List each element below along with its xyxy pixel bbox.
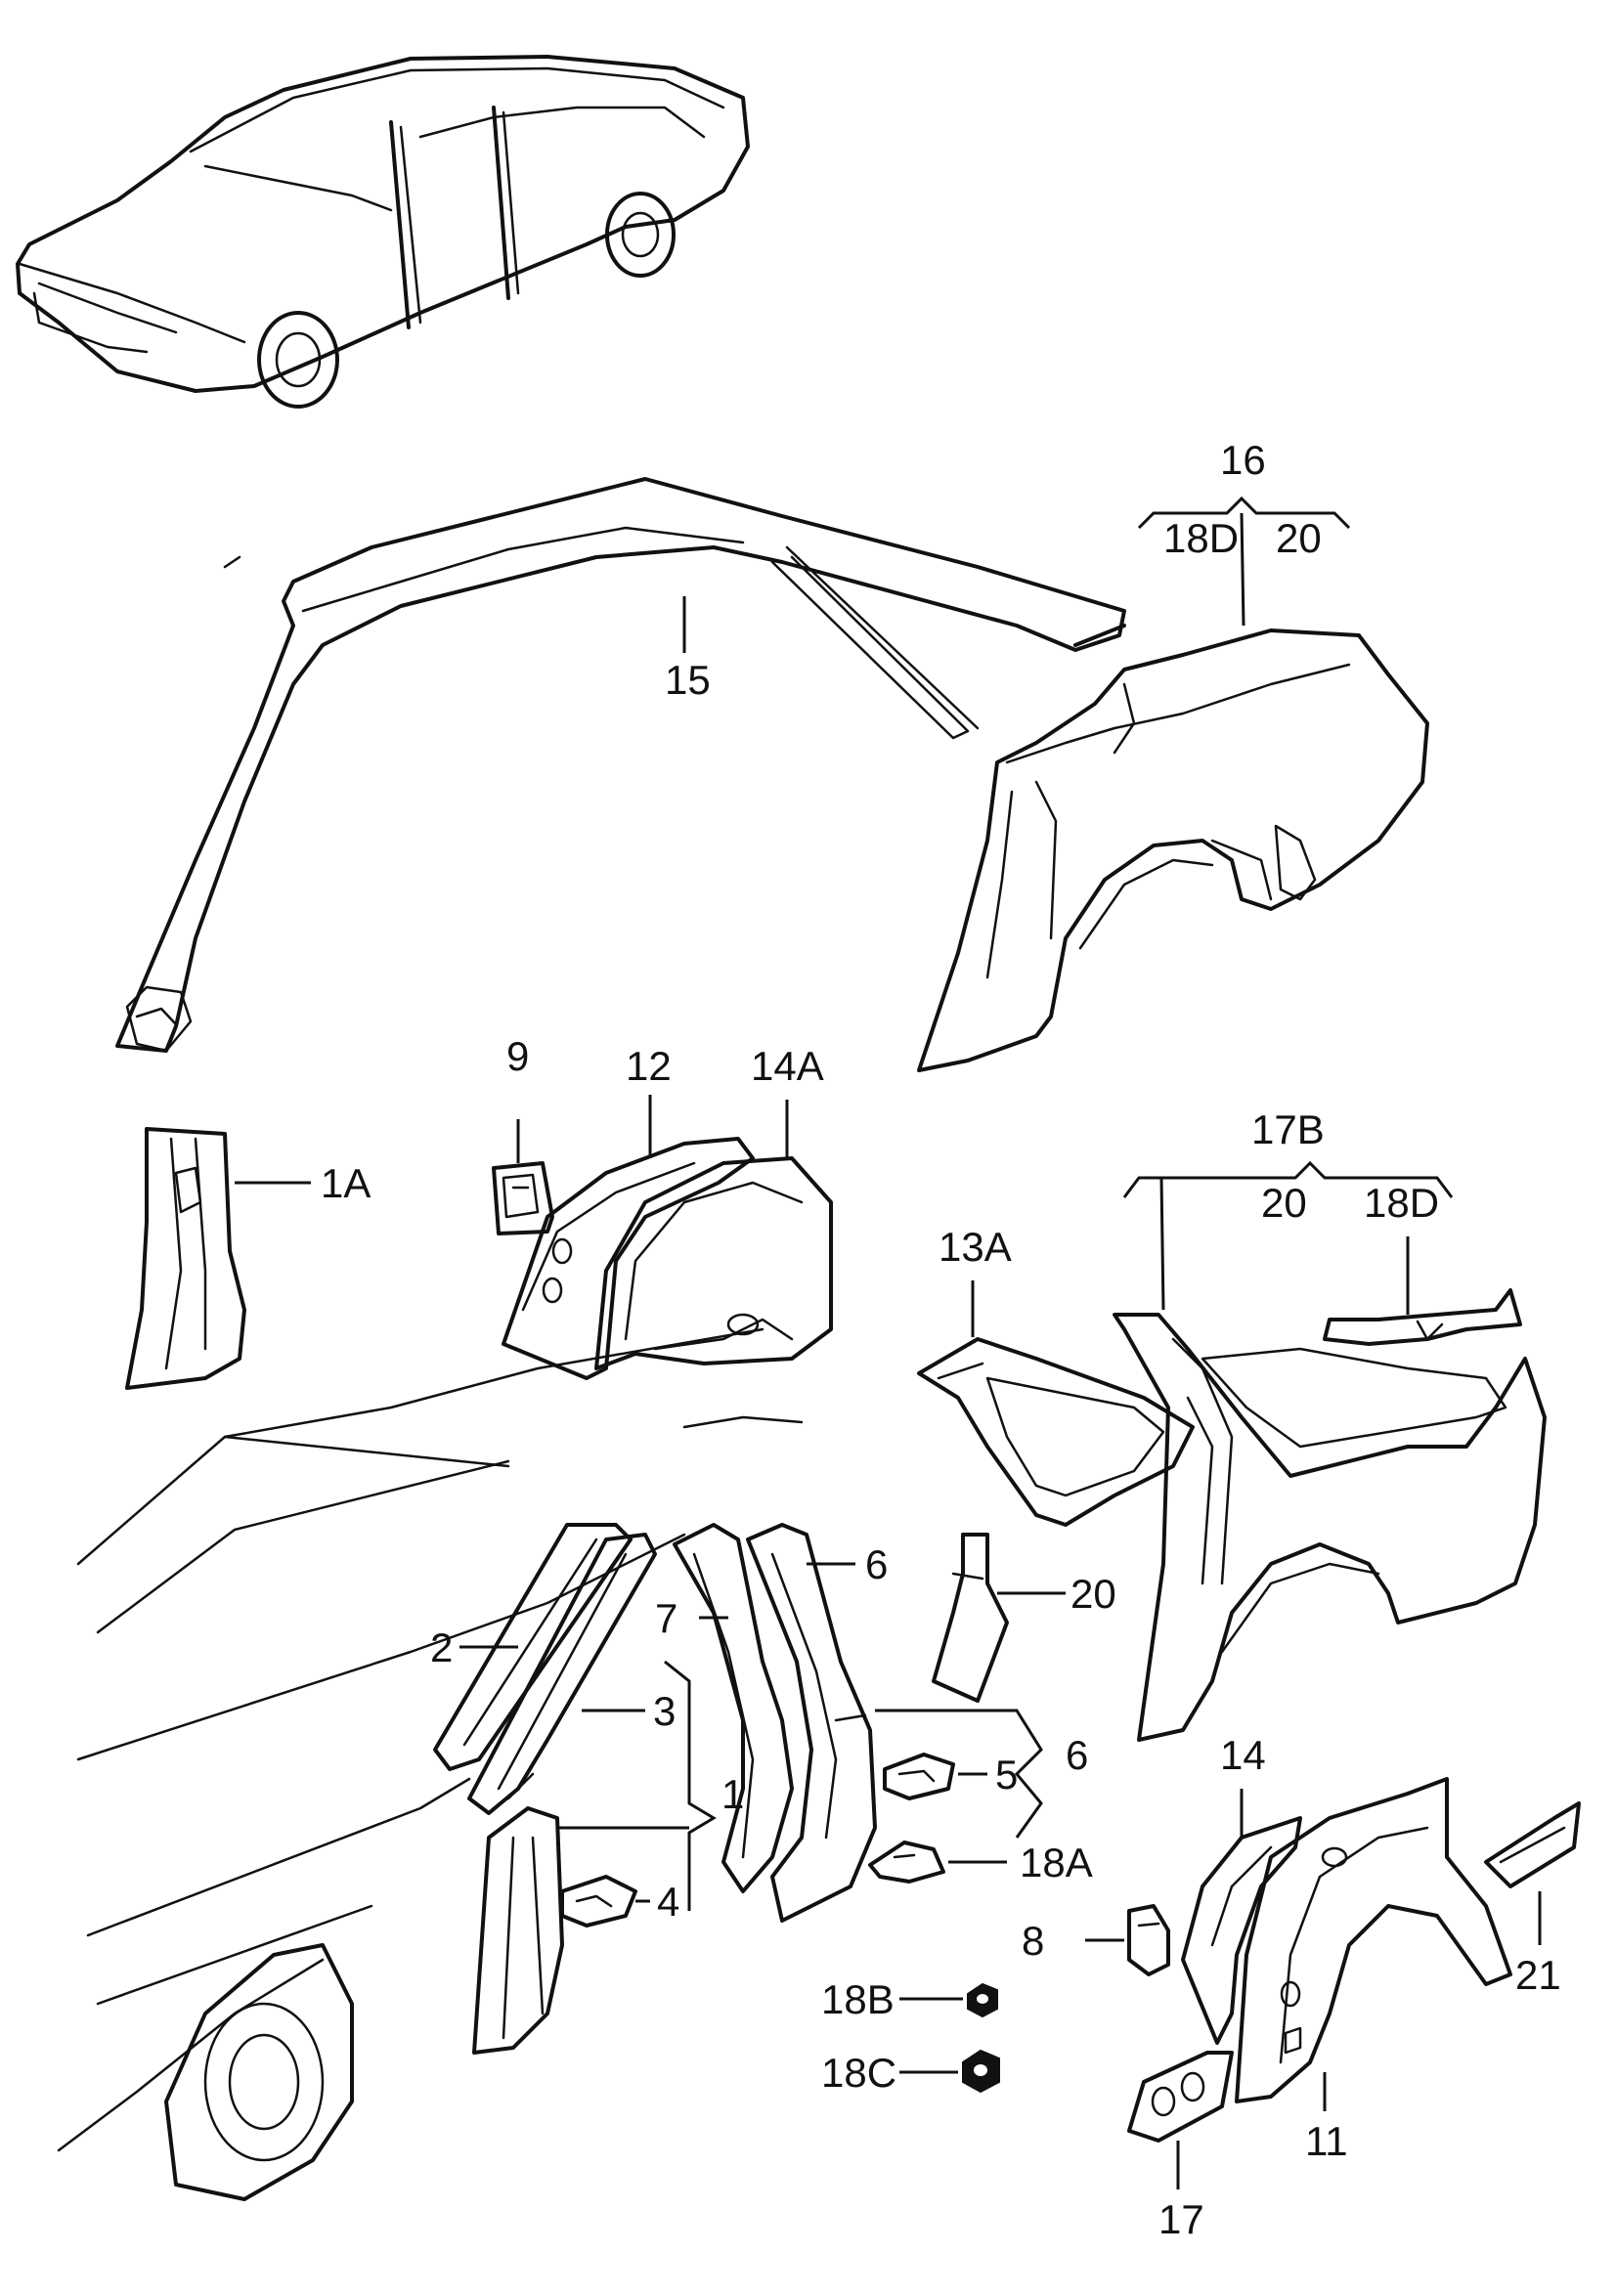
- callout-21: 21: [1515, 1952, 1561, 1998]
- callout-17b: 17B: [1251, 1106, 1325, 1152]
- callout-18d-mid: 18D: [1364, 1180, 1439, 1226]
- pillar-reinforcement-part-1a: [125, 1127, 246, 1390]
- b-pillar-part-7: [673, 1523, 794, 1893]
- wheel-arch-part-14a: [594, 1156, 833, 1370]
- callout-18b: 18B: [821, 1976, 895, 2022]
- a-pillar-inner-part-3: [467, 1533, 657, 1815]
- nut-part-18c: [962, 2049, 1000, 2094]
- callout-18d-top: 18D: [1163, 515, 1239, 561]
- callout-18c: 18C: [821, 2050, 896, 2096]
- bracket-part-18a: [868, 1841, 945, 1884]
- callout-12: 12: [626, 1043, 672, 1089]
- rear-quarter-panel-part-16: [917, 628, 1429, 1072]
- callout-5: 5: [995, 1752, 1018, 1798]
- a-pillar-outer-part-2: [433, 1523, 633, 1771]
- bracket-part-8: [1127, 1904, 1170, 1976]
- callout-9: 9: [506, 1033, 529, 1079]
- callout-3: 3: [653, 1688, 676, 1734]
- callout-2: 2: [430, 1625, 453, 1670]
- bracket-part-5: [883, 1753, 955, 1800]
- callout-20-top: 20: [1276, 515, 1322, 561]
- callout-15: 15: [665, 657, 711, 703]
- sill-extension-part-21: [1484, 1801, 1581, 1888]
- pillar-frame-part-13a: [917, 1337, 1195, 1527]
- wheel-arch-part-12: [502, 1137, 755, 1380]
- a-pillar-lower-part-1: [472, 1806, 564, 2055]
- callout-17: 17: [1158, 2196, 1204, 2242]
- callout-6-top: 6: [865, 1541, 888, 1587]
- callout-4: 4: [657, 1879, 679, 1925]
- rear-wheelhouse-part-14: [1181, 1816, 1302, 2045]
- callout-16: 16: [1220, 437, 1266, 483]
- callout-20-pillar: 20: [1070, 1571, 1116, 1617]
- callout-leader-lines: [235, 496, 1542, 2189]
- callout-1a: 1A: [321, 1160, 371, 1206]
- foreground-car-body: [57, 1327, 804, 2201]
- roof-side-frame-part-15: [115, 477, 1126, 1053]
- rear-wheelhouse-part-11: [1235, 1777, 1512, 2103]
- c-pillar-trim-part-20: [932, 1533, 1009, 1703]
- bracket-part-4: [560, 1875, 637, 1928]
- callout-11: 11: [1305, 2118, 1348, 2164]
- small-bracket-part-9: [492, 1161, 554, 1235]
- b-pillar-part-6: [746, 1523, 877, 1923]
- callout-14a: 14A: [751, 1043, 824, 1089]
- callout-labels: 16 18D 20 15 9 12 14A 1A 17B 20 18D 13A …: [321, 437, 1561, 2242]
- callout-1: 1: [721, 1771, 744, 1817]
- callout-20-mid: 20: [1261, 1180, 1307, 1226]
- rear-side-panel-assembly-part-17b: [1113, 1313, 1547, 1742]
- nut-part-18b: [967, 1982, 998, 2018]
- callout-14: 14: [1220, 1732, 1266, 1778]
- callout-8: 8: [1022, 1918, 1044, 1964]
- callout-6-right: 6: [1066, 1732, 1088, 1778]
- roof-rail-part-18d: [1323, 1288, 1522, 1346]
- callout-18a: 18A: [1020, 1840, 1093, 1885]
- callout-13a: 13A: [939, 1224, 1012, 1270]
- overview-car-illustration: [16, 55, 750, 409]
- jacking-plate-part-17: [1127, 2051, 1234, 2143]
- callout-7: 7: [655, 1595, 677, 1641]
